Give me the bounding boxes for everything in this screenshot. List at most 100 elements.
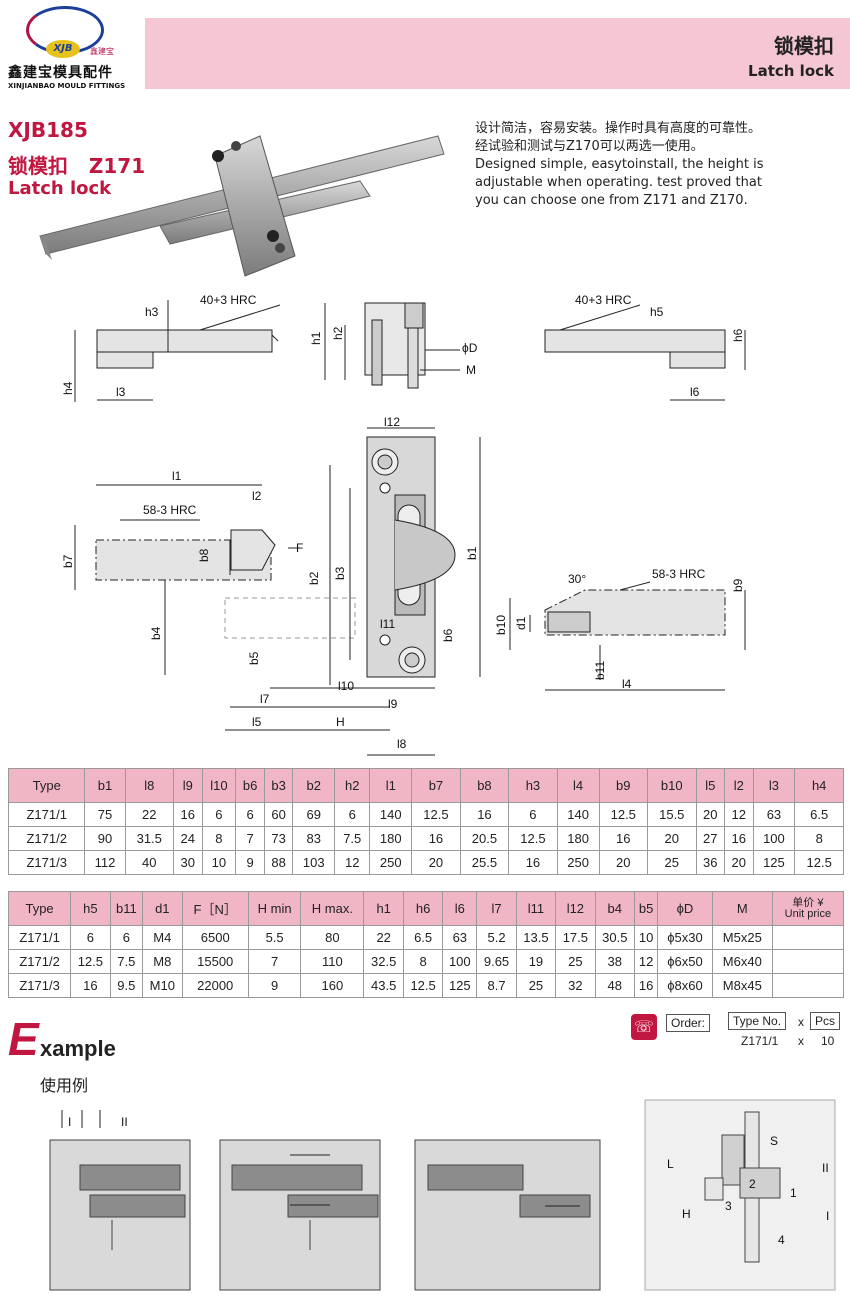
ex-num-2: 2 bbox=[749, 1177, 756, 1191]
table-cell: 9.65 bbox=[476, 949, 517, 974]
col-header: l5 bbox=[695, 768, 726, 803]
lbl-b1: b1 bbox=[465, 546, 479, 560]
table-cell: ϕ5x30 bbox=[657, 925, 713, 950]
table-cell: 180 bbox=[556, 826, 600, 851]
col-header: b9 bbox=[598, 768, 649, 803]
lbl-h4: h4 bbox=[61, 381, 75, 395]
lbl-b5: b5 bbox=[247, 651, 261, 665]
table-cell: 90 bbox=[84, 826, 126, 851]
table-cell: 12.5 bbox=[598, 802, 649, 827]
lbl-hrc2: 40+3 HRC bbox=[575, 293, 632, 307]
table-cell: 16 bbox=[70, 973, 111, 998]
lbl-b10: b10 bbox=[494, 615, 508, 635]
table-cell: 13.5 bbox=[515, 925, 557, 950]
table-cell: 16 bbox=[459, 802, 510, 827]
table-cell: M4 bbox=[142, 925, 183, 950]
table-cell: 22000 bbox=[181, 973, 249, 998]
col-header: F［N］ bbox=[181, 891, 249, 926]
table-cell: 6500 bbox=[181, 925, 249, 950]
lbl-l11: l11 bbox=[380, 617, 395, 631]
table-cell: 6 bbox=[109, 925, 144, 950]
brand-name-en: XINJIANBAO MOULD FITTINGS bbox=[8, 82, 126, 90]
table-cell: 140 bbox=[556, 802, 600, 827]
col-header: d1 bbox=[142, 891, 183, 926]
col-header: l7 bbox=[476, 891, 517, 926]
table-cell: 12 bbox=[633, 949, 659, 974]
lbl-30deg: 30° bbox=[568, 572, 586, 586]
table-cell: 16 bbox=[411, 826, 461, 851]
col-header: b4 bbox=[594, 891, 636, 926]
table-cell: 60 bbox=[263, 802, 294, 827]
col-header: l1 bbox=[369, 768, 413, 803]
lbl-b8: b8 bbox=[197, 548, 211, 562]
lbl-hrc1: 40+3 HRC bbox=[200, 293, 257, 307]
table-cell: 80 bbox=[300, 925, 365, 950]
table-cell: M5x25 bbox=[711, 925, 773, 950]
ex-num-4: 4 bbox=[778, 1233, 785, 1247]
col-header: b11 bbox=[109, 891, 144, 926]
col-header: h1 bbox=[363, 891, 404, 926]
product-code: XJB185 bbox=[8, 118, 88, 142]
table-cell: 15.5 bbox=[647, 802, 697, 827]
example-subtitle-cn: 使用例 bbox=[40, 1076, 89, 1095]
table-cell: Z171/3 bbox=[7, 850, 86, 875]
logo-badge: XJB bbox=[46, 40, 80, 58]
table-cell: 20 bbox=[695, 802, 726, 827]
table-cell bbox=[771, 949, 845, 974]
table-cell: 5.5 bbox=[247, 925, 302, 950]
table-cell: 16 bbox=[508, 850, 558, 875]
col-header: b5 bbox=[633, 891, 659, 926]
table-cell: Z171/3 bbox=[7, 973, 72, 998]
product-description: 设计简洁，容易安装。操作时具有高度的可靠性。 经试验和测试与Z170可以两选一使… bbox=[475, 120, 845, 210]
col-header: l11 bbox=[515, 891, 557, 926]
table-cell: 10 bbox=[201, 850, 237, 875]
col-header: l8 bbox=[124, 768, 174, 803]
header-title-en: Latch lock bbox=[748, 62, 834, 80]
col-header: h5 bbox=[70, 891, 111, 926]
table-cell: 22 bbox=[363, 925, 404, 950]
table-cell: 12.5 bbox=[508, 826, 558, 851]
ex-label-S: S bbox=[770, 1134, 778, 1148]
table-cell: 125 bbox=[752, 850, 796, 875]
lbl-H: H bbox=[336, 715, 345, 729]
table-cell: 250 bbox=[369, 850, 413, 875]
table-cell: 12.5 bbox=[411, 802, 461, 827]
table-cell: 63 bbox=[752, 802, 796, 827]
table-cell: 100 bbox=[442, 949, 478, 974]
table-cell: 250 bbox=[556, 850, 600, 875]
lbl-l9: l9 bbox=[388, 697, 398, 711]
lbl-l1: l1 bbox=[172, 469, 182, 483]
col-header: Type bbox=[7, 768, 86, 803]
example-illustration: I II 1 2 3 4 L S H I II bbox=[49, 1099, 836, 1291]
table-cell: 8 bbox=[402, 949, 444, 974]
table-cell: 6 bbox=[235, 802, 265, 827]
lbl-l4: l4 bbox=[622, 677, 632, 691]
table-cell: 160 bbox=[300, 973, 365, 998]
table-cell: 16 bbox=[633, 973, 659, 998]
col-header: b3 bbox=[263, 768, 294, 803]
table-cell: 112 bbox=[84, 850, 126, 875]
lbl-F: F bbox=[296, 541, 303, 555]
col-header: h4 bbox=[794, 768, 844, 803]
table-cell: 25 bbox=[555, 949, 596, 974]
table-cell: 125 bbox=[442, 973, 478, 998]
col-header: l9 bbox=[173, 768, 203, 803]
ex-num-3: 3 bbox=[725, 1199, 732, 1213]
table-cell: 19 bbox=[515, 949, 557, 974]
lbl-hrc3: 58-3 HRC bbox=[143, 503, 197, 517]
lbl-l6: l6 bbox=[690, 385, 700, 399]
logo-small-text: 鑫建宝 bbox=[90, 47, 114, 56]
table-cell: 48 bbox=[594, 973, 636, 998]
col-header: l3 bbox=[752, 768, 796, 803]
table-cell: 6.5 bbox=[794, 802, 844, 827]
col-header: b7 bbox=[411, 768, 461, 803]
desc-en-1: Designed simple, easytoinstall, the heig… bbox=[475, 157, 764, 172]
lbl-b4: b4 bbox=[149, 626, 163, 640]
table-cell: 30 bbox=[173, 850, 203, 875]
table-cell: 6 bbox=[334, 802, 371, 827]
lbl-b2: b2 bbox=[307, 571, 321, 585]
table-cell: 6 bbox=[508, 802, 558, 827]
table-cell: 9 bbox=[247, 973, 302, 998]
